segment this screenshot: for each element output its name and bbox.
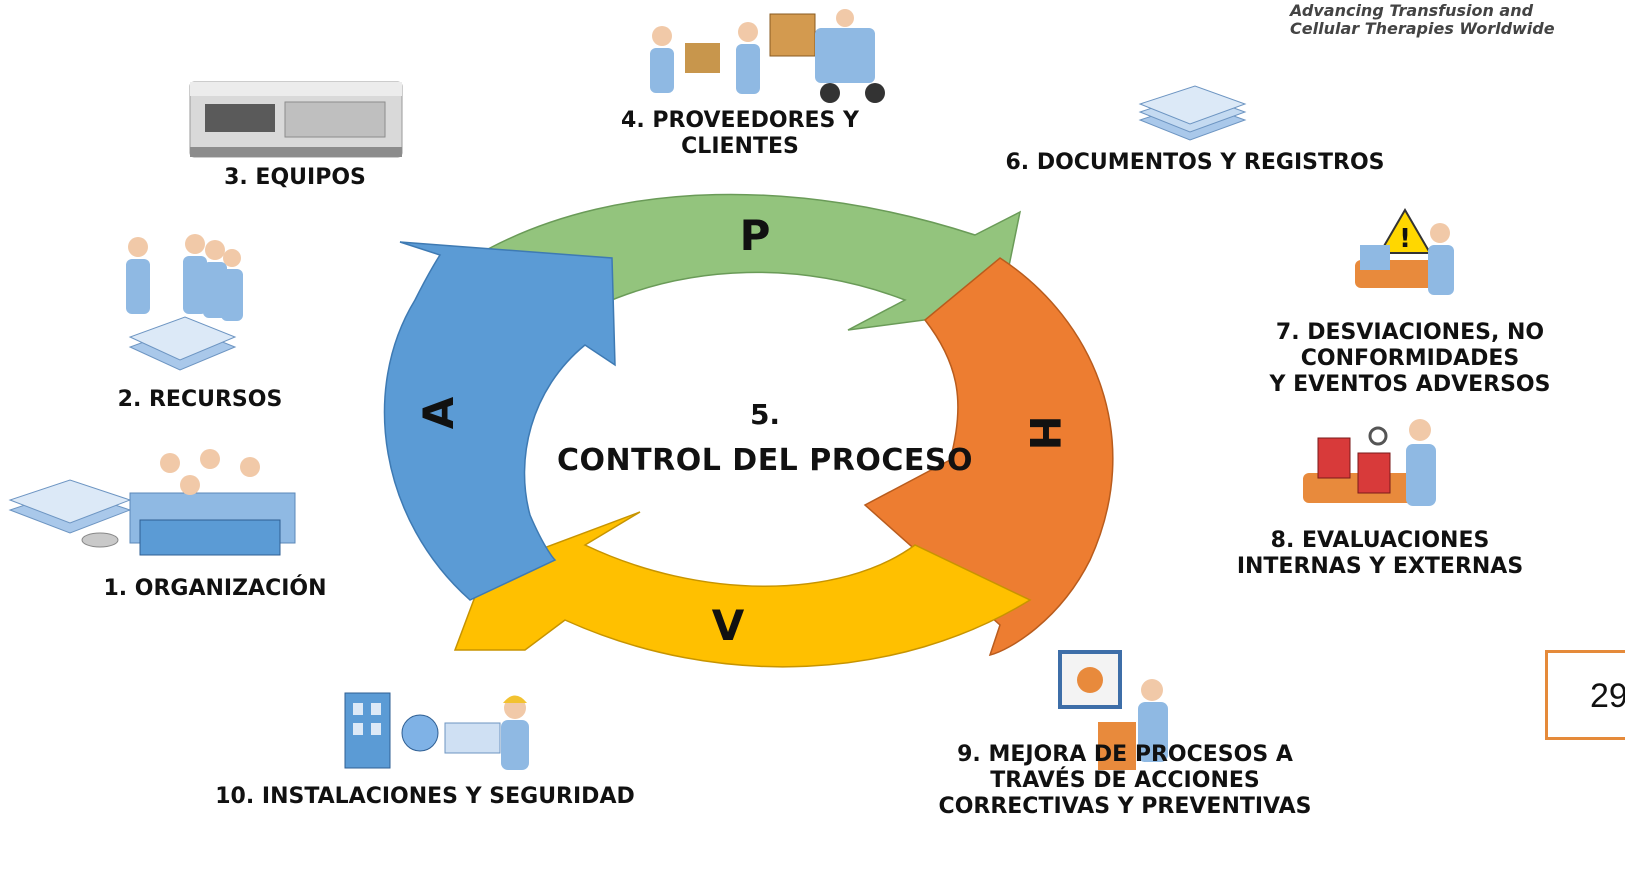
- segment-v-arrow: [453, 511, 1032, 668]
- documents-icon: [1138, 85, 1247, 141]
- item-desviaciones-label: 7. DESVIACIONES, NO CONFORMIDADES Y EVEN…: [1269, 320, 1551, 397]
- svg-text:!: !: [1399, 224, 1411, 254]
- item-organizacion-label: 1. ORGANIZACIÓN: [103, 576, 327, 601]
- segment-h-letter: H: [1020, 415, 1069, 450]
- presentation-icon: [1058, 650, 1168, 770]
- item-equipos-label: 3. EQUIPOS: [224, 165, 366, 190]
- facility-icon: [344, 692, 529, 770]
- equipment-icon: [189, 81, 403, 158]
- page-number: 29: [1590, 677, 1625, 715]
- staff-icon: [126, 234, 243, 371]
- page-number-box: 29: [1545, 650, 1625, 740]
- segment-v-letter: V: [712, 601, 745, 650]
- segment-p-arrow: [488, 193, 1022, 331]
- warning-icon: !: [1355, 208, 1454, 295]
- segment-a-arrow: [383, 241, 616, 601]
- item-evaluaciones-label: 8. EVALUACIONES INTERNAS Y EXTERNAS: [1236, 528, 1524, 579]
- item-instalaciones-label: 10. INSTALACIONES Y SEGURIDAD: [215, 784, 635, 809]
- suppliers-icon: [650, 9, 885, 103]
- meeting-icon: [8, 449, 296, 556]
- item-recursos-label: 2. RECURSOS: [117, 387, 283, 412]
- segment-p-letter: P: [740, 211, 771, 260]
- item-documentos-label: 6. DOCUMENTOS Y REGISTROS: [1005, 150, 1385, 175]
- inspection-icon: [1303, 419, 1436, 506]
- item-proveedores-label: 4. PROVEEDORES Y CLIENTES: [621, 108, 859, 159]
- segment-a-letter: A: [414, 396, 463, 429]
- center-number: 5.: [749, 398, 781, 431]
- center-title: CONTROL DEL PROCESO: [557, 443, 973, 478]
- item-mejora-label: 9. MEJORA DE PROCESOS A TRAVÉS DE ACCION…: [938, 742, 1312, 819]
- brand-tagline: Advancing Transfusion and Cellular Thera…: [1290, 1, 1555, 38]
